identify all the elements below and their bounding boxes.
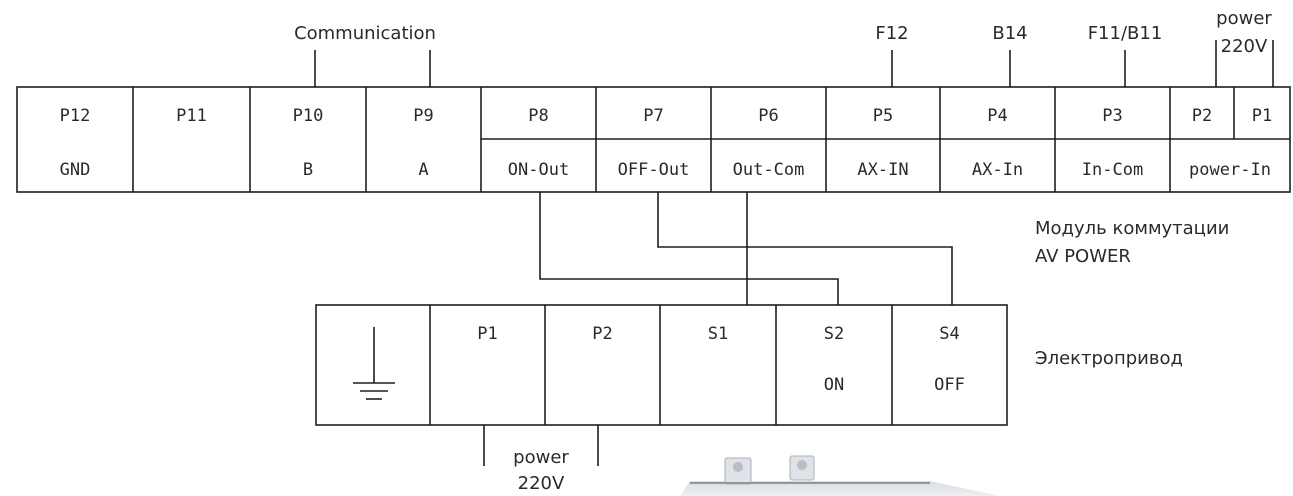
module-pin-label: P7	[643, 106, 663, 126]
actuator-pin-label: P2	[592, 324, 612, 344]
b14-label: B14	[992, 23, 1027, 44]
power-bottom-label: power	[513, 447, 569, 468]
module-func-label: AX-IN	[857, 160, 908, 180]
module-pin-label: P8	[528, 106, 548, 126]
module-pin-label: P3	[1102, 106, 1122, 126]
220v-top-label: 220V	[1221, 36, 1268, 57]
module-pin-label: P9	[413, 106, 433, 126]
module-func-label: AX-In	[972, 160, 1023, 180]
wire-off-out-to-s4	[657, 192, 953, 305]
module-pin-label: P12	[60, 106, 91, 126]
module-func-label: In-Com	[1082, 160, 1143, 180]
communication-label: Communication	[294, 23, 436, 44]
ground-icon	[353, 327, 395, 400]
module-func-label: A	[418, 160, 428, 180]
module-pin-label: P2	[1192, 106, 1212, 126]
module-name-line2: AV POWER	[1035, 246, 1131, 267]
actuator-name: Электропривод	[1035, 348, 1183, 369]
actuator-func-label: OFF	[934, 375, 965, 395]
wire-on-out-to-s2	[539, 192, 839, 305]
f12-label: F12	[875, 23, 908, 44]
module-func-label: ON-Out	[508, 160, 569, 180]
actuator-pin-label: S4	[939, 324, 959, 344]
control-wires	[539, 192, 953, 305]
module-pin-label: P6	[758, 106, 778, 126]
actuator-func-label: ON	[824, 375, 844, 395]
module-pin-label: P4	[987, 106, 1007, 126]
module-func-label: GND	[60, 160, 91, 180]
f11-b11-label: F11/B11	[1088, 23, 1163, 44]
power-top-label: power	[1216, 8, 1272, 29]
top-leader-wires	[314, 40, 1274, 87]
module-pin-label: P1	[1252, 106, 1272, 126]
actuator-pin-label: P1	[477, 324, 497, 344]
220v-bottom-label: 220V	[518, 473, 565, 494]
module-power-in-label: power-In	[1189, 160, 1271, 180]
module-func-label: Out-Com	[733, 160, 805, 180]
actuator-pin-label: S1	[708, 324, 728, 344]
module-func-label: B	[303, 160, 313, 180]
module-pin-label: P11	[176, 106, 207, 126]
actuator-frame	[315, 304, 1008, 426]
module-pin-label: P10	[293, 106, 324, 126]
bottom-power-wires	[483, 425, 599, 466]
module-name-line1: Модуль коммутации	[1035, 218, 1229, 239]
module-func-label: OFF-Out	[618, 160, 690, 180]
module-pin-label: P5	[873, 106, 893, 126]
actuator-device-image	[680, 455, 1000, 496]
actuator-pin-label: S2	[824, 324, 844, 344]
